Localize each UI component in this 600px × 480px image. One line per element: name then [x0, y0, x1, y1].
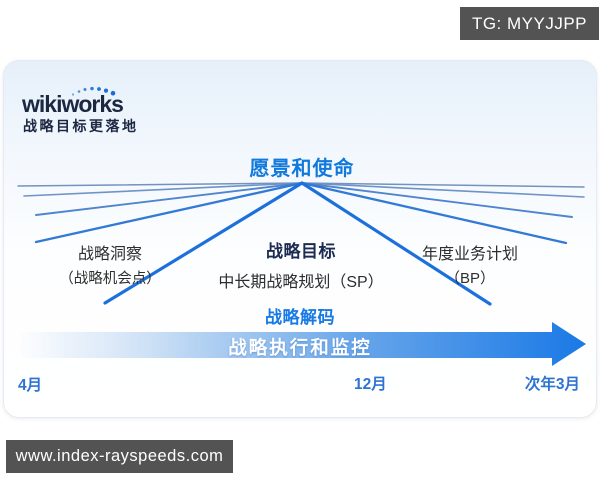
node-strategy-goal-title: 战略目标: [266, 242, 336, 261]
node-strategy-insight-subtitle: （战略机会点）: [59, 271, 161, 287]
timeline-label-next-march: 次年3月: [524, 376, 580, 393]
fan-lines-and-timeline-arrow: [17, 181, 586, 366]
timeline-label-december: 12月: [354, 376, 387, 393]
wikiworks-logo: wikiworks 战略目标更落地: [22, 86, 162, 134]
website-watermark-text: www.index-rayspeeds.com: [15, 447, 224, 465]
node-strategy-goal-subtitle: 中长期战略规划（SP）: [218, 274, 384, 291]
logo-wordmark: wikiworks: [22, 91, 124, 117]
logo-dots-arc-icon: [71, 86, 116, 96]
website-watermark-badge: www.index-rayspeeds.com: [6, 440, 233, 473]
telegram-watermark-badge: TG: MYYJJPP: [460, 7, 599, 40]
node-annual-business-plan-title: 年度业务计划: [421, 246, 518, 263]
execution-arrow-label: 战略执行和监控: [228, 337, 372, 358]
vision-mission-title: 愿景和使命: [249, 158, 355, 180]
execution-arrow-shape: [20, 322, 586, 366]
telegram-watermark-text: TG: MYYJJPP: [471, 13, 588, 33]
node-annual-business-plan: 年度业务计划 （BP）: [393, 240, 547, 288]
strategy-decode-label: 战略解码: [265, 308, 335, 327]
diagram-card: [3, 60, 597, 418]
node-strategy-insight-title: 战略洞察: [77, 246, 142, 263]
node-strategy-insight: 战略洞察 （战略机会点）: [32, 240, 188, 288]
node-strategy-goal: 战略目标 中长期战略规划（SP）: [201, 237, 401, 292]
timeline-label-april: 4月: [18, 377, 43, 394]
logo-tagline: 战略目标更落地: [23, 118, 139, 134]
node-annual-business-plan-subtitle: （BP）: [444, 270, 495, 287]
